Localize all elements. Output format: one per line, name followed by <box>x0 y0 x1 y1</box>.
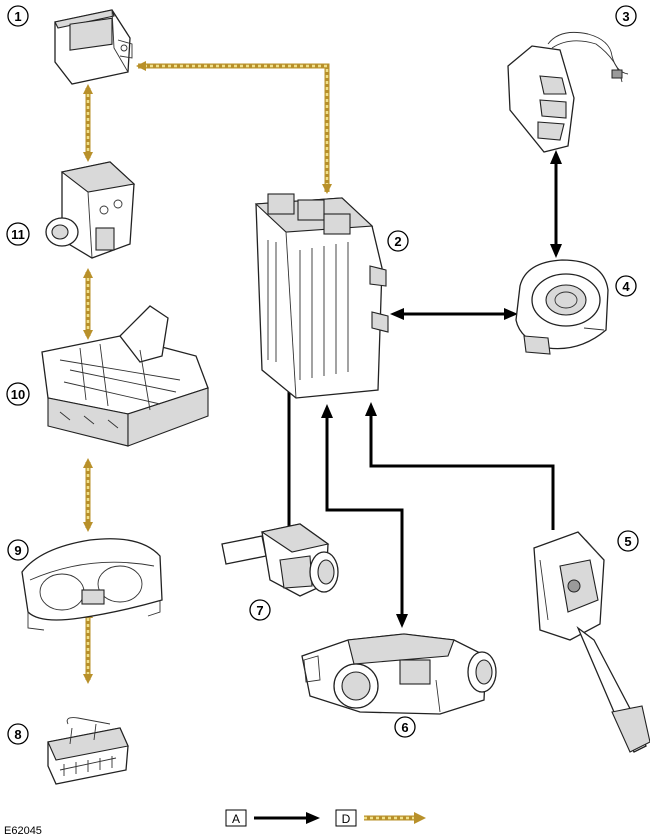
legend-item-d: D <box>335 809 426 827</box>
figure-code: E62045 <box>4 825 42 837</box>
link-5-2 <box>369 410 555 530</box>
callout-7: 7 <box>249 599 271 621</box>
control-module-icon <box>54 9 133 85</box>
callout-label-1: 1 <box>14 9 21 24</box>
callout-5: 5 <box>617 530 639 552</box>
callout-label-5: 5 <box>624 534 631 549</box>
clockspring-icon <box>515 259 609 355</box>
callout-9: 9 <box>7 539 29 561</box>
callout-8: 8 <box>7 723 29 745</box>
callout-label-4: 4 <box>622 279 630 294</box>
diagnostic-connector-icon <box>47 717 129 785</box>
callout-10: 10 <box>6 382 30 406</box>
callout-label-9: 9 <box>14 543 21 558</box>
callout-11: 11 <box>6 222 30 246</box>
legend: A D <box>225 809 426 827</box>
legend-label-a: A <box>232 812 240 826</box>
legend-label-d: D <box>342 812 351 826</box>
callout-4: 4 <box>615 275 637 297</box>
instrument-cluster-icon <box>21 538 163 631</box>
callout-label-3: 3 <box>622 9 629 24</box>
accelerator-pedal-icon <box>533 531 650 753</box>
steering-wheel-switch-icon <box>507 31 629 153</box>
abs-module-icon <box>45 161 136 259</box>
callout-label-2: 2 <box>394 234 401 249</box>
callout-label-6: 6 <box>401 720 408 735</box>
callout-label-8: 8 <box>14 727 21 742</box>
callout-6: 6 <box>394 716 416 738</box>
brake-switch-icon <box>221 523 339 597</box>
callout-label-11: 11 <box>11 227 25 242</box>
callout-label-7: 7 <box>256 603 263 618</box>
link-1-2 <box>138 63 330 192</box>
callout-3: 3 <box>615 5 637 27</box>
callout-1: 1 <box>7 5 29 27</box>
callout-label-10: 10 <box>11 387 25 402</box>
dashed-links <box>83 61 332 684</box>
link-6-2 <box>325 412 404 620</box>
engine-control-module-icon <box>254 193 389 399</box>
callouts: 1 2 3 4 5 6 7 8 <box>6 5 639 745</box>
valve-body-icon <box>41 305 209 447</box>
callout-2: 2 <box>387 230 409 252</box>
legend-item-a: A <box>225 809 320 827</box>
throttle-body-icon <box>301 633 497 715</box>
